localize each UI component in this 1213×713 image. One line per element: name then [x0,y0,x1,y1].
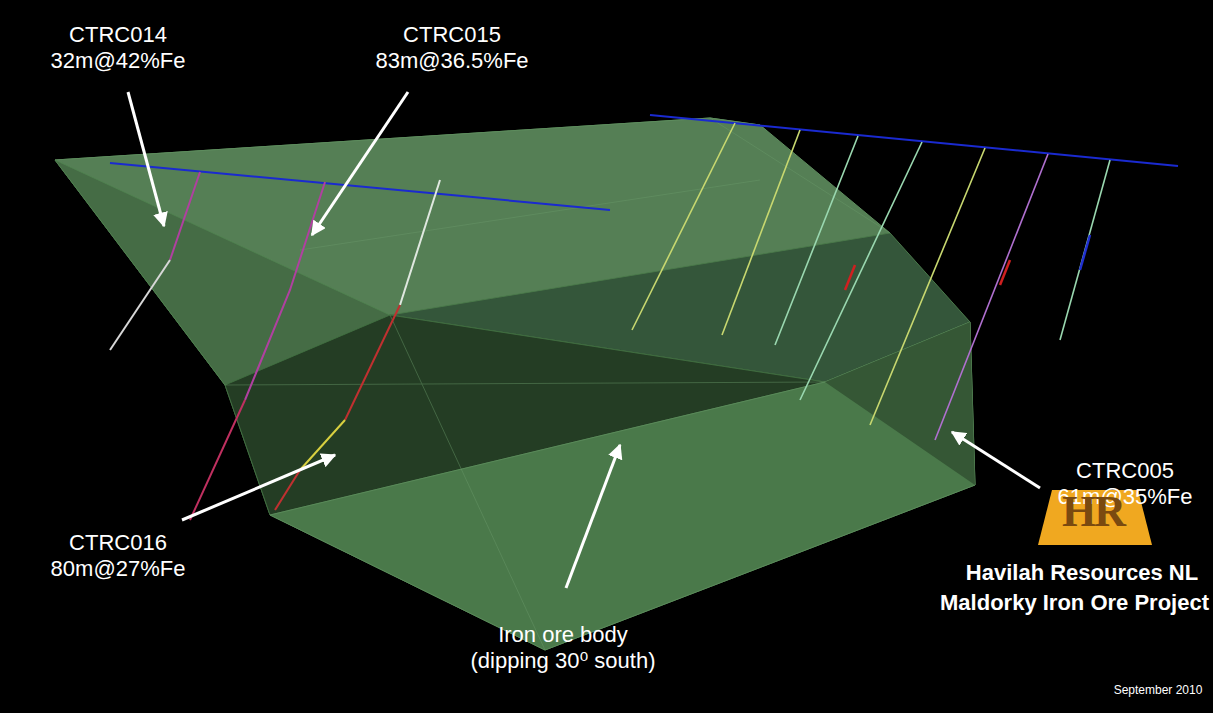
hole-id: CTRC016 [69,530,167,555]
intercept: 83m@36.5%Fe [375,48,528,73]
hole-id: CTRC015 [403,22,501,47]
ore-body-label: Iron ore body [498,622,628,647]
company-name: Havilah Resources NL [966,560,1198,585]
logo-text: HR [1062,490,1124,534]
ore-body-note: (dipping 30⁰ south) [471,648,656,673]
hole-id: CTRC005 [1076,458,1174,483]
hole-id: CTRC014 [69,22,167,47]
intercept: 32m@42%Fe [51,48,186,73]
intercept: 80m@27%Fe [51,556,186,581]
project-name: Maldorky Iron Ore Project [940,590,1209,615]
date-note: September 2010 [1114,684,1203,698]
